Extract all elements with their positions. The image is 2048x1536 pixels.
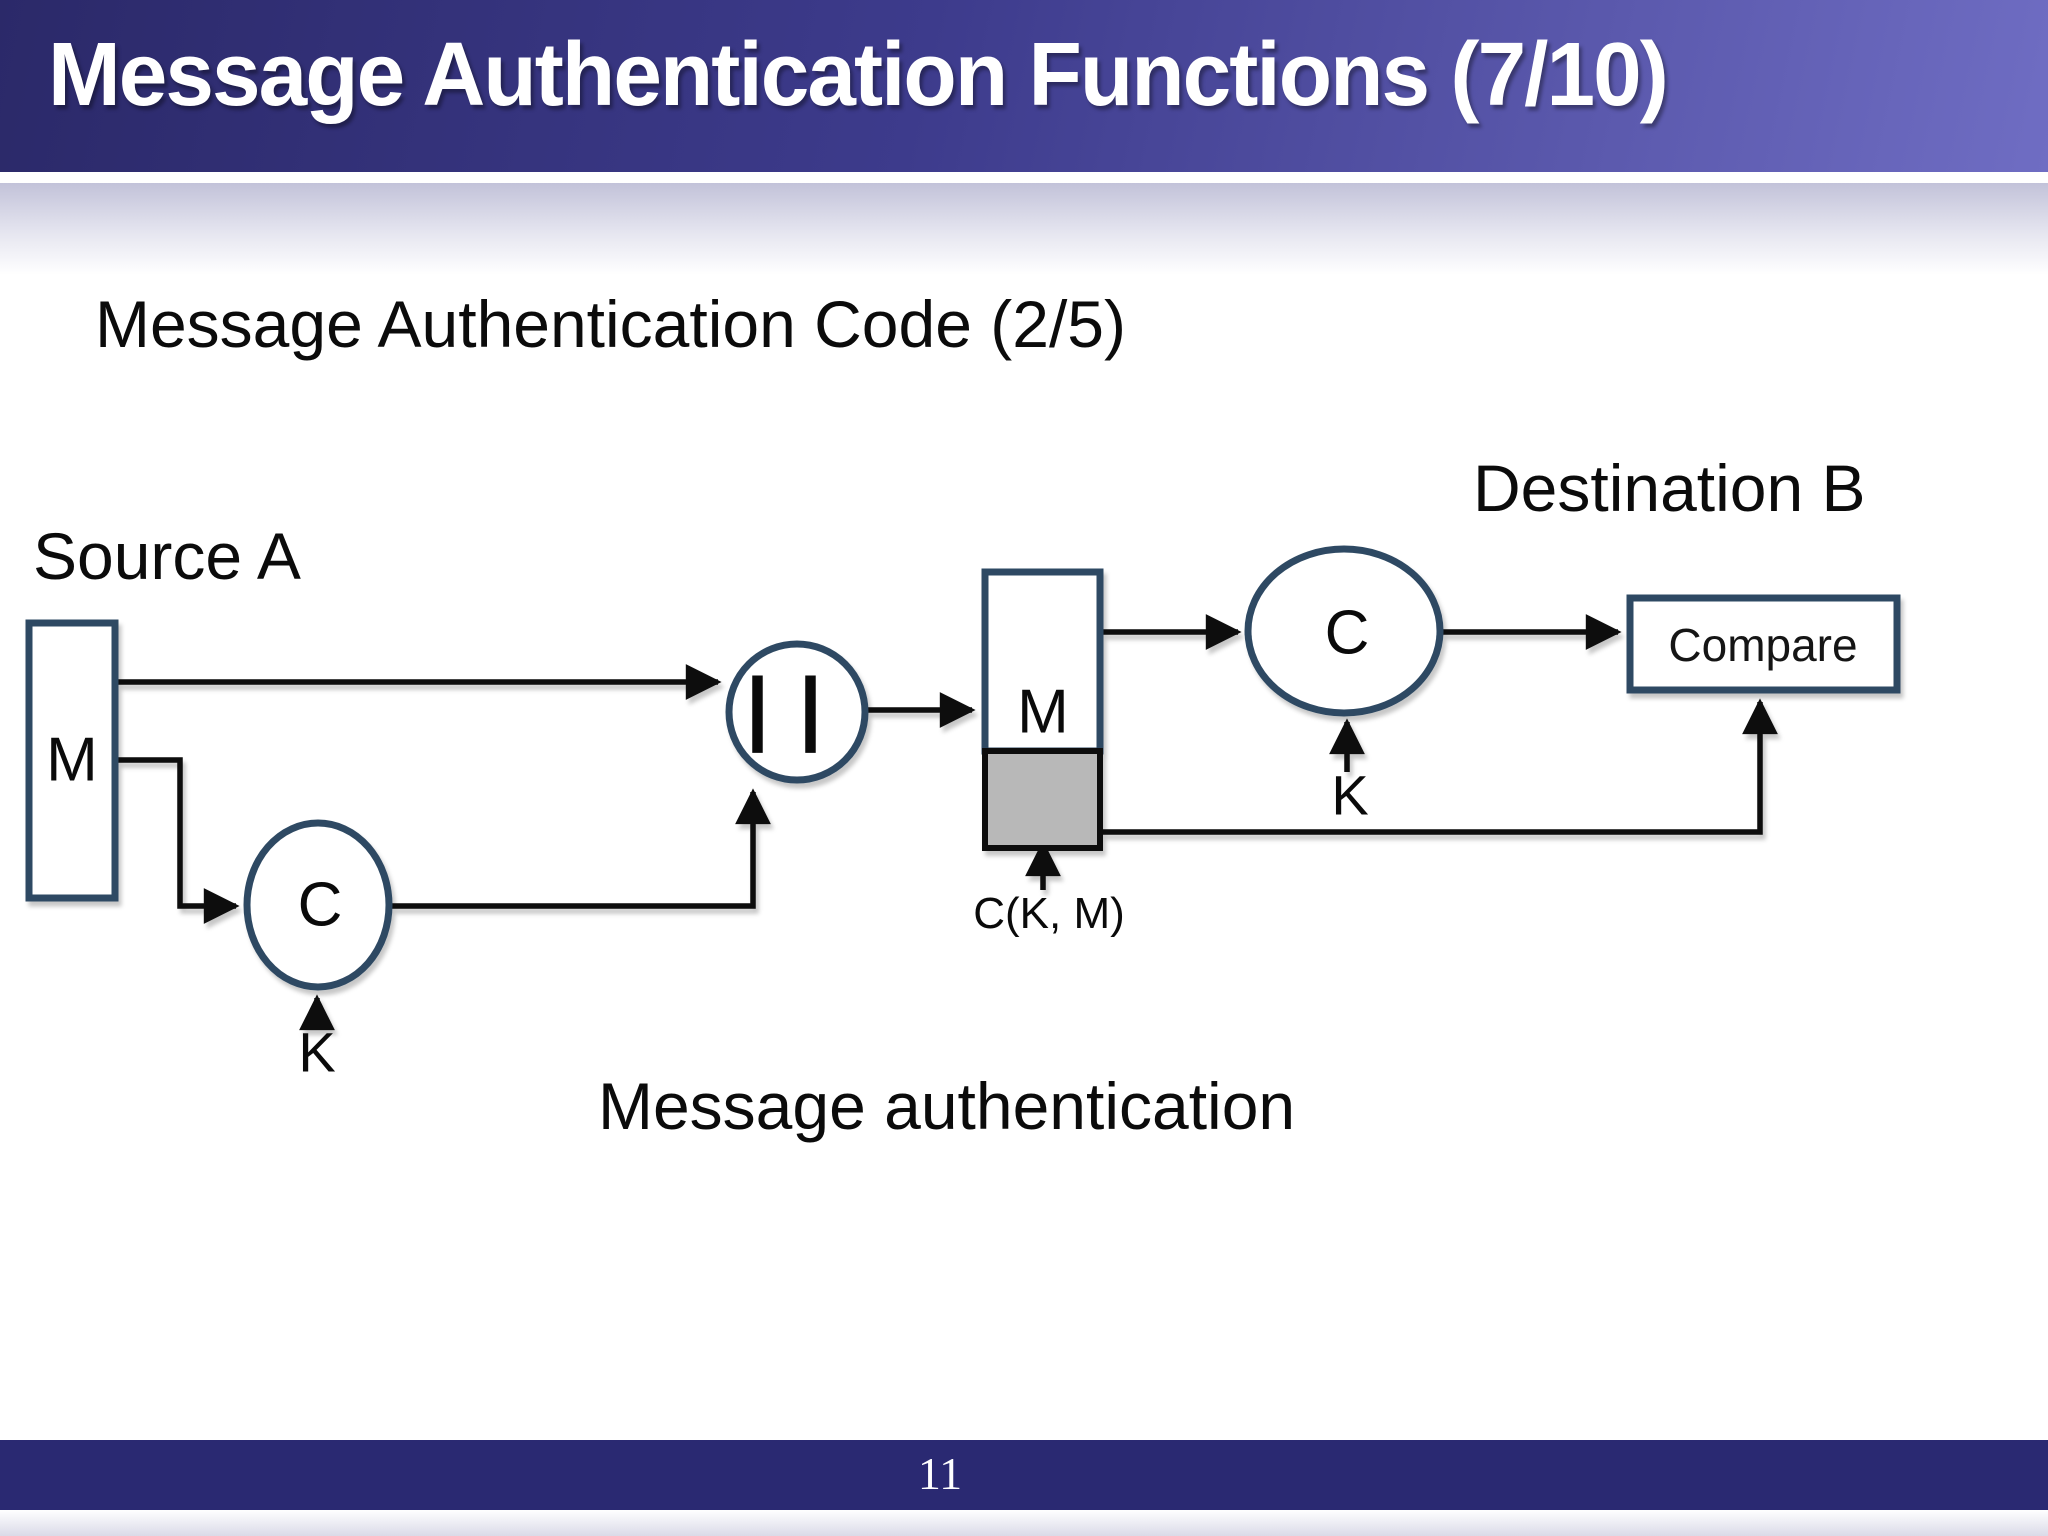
dest-mac-function-node	[1244, 545, 1444, 717]
dest-key-label: K	[1331, 763, 1369, 827]
concat-bars-icon: ||	[746, 662, 852, 754]
source-mac-function-node	[243, 819, 393, 991]
source-message-letter: M	[46, 725, 98, 795]
transmitted-message-box	[981, 568, 1104, 755]
diagram-caption: Message authentication	[598, 1069, 1296, 1143]
arrow-source-message-to-mac-func	[115, 757, 240, 924]
source-key-label: K	[298, 1020, 336, 1084]
mac-section-box	[982, 748, 1103, 851]
compare-label: Compare	[1668, 619, 1858, 671]
header-divider	[0, 172, 2048, 183]
slide-subtitle: Message Authentication Code (2/5)	[95, 287, 1126, 361]
page-number: 11	[917, 1448, 963, 1499]
footer-bottom-strip	[0, 1510, 2048, 1536]
header-fade-band	[0, 183, 2048, 275]
compare-box	[1626, 594, 1901, 694]
arrow-mac-func-to-concat	[389, 788, 771, 909]
source-mac-function-letter: C	[297, 870, 343, 940]
mac-value-label: C(K, M)	[973, 889, 1125, 938]
source-label: Source A	[33, 519, 301, 593]
arrow-mac-to-compare	[1102, 698, 1778, 835]
title-bar: Message Authentication Functions (7/10)	[0, 0, 2048, 172]
footer-bar: 11	[0, 1440, 2048, 1510]
source-message-box	[25, 619, 119, 902]
destination-label: Destination B	[1473, 451, 1866, 525]
transmitted-message-letter: M	[1017, 677, 1069, 747]
dest-mac-function-letter: C	[1324, 598, 1370, 668]
concatenation-node	[725, 640, 869, 784]
slide-title: Message Authentication Functions (7/10)	[48, 25, 1669, 125]
